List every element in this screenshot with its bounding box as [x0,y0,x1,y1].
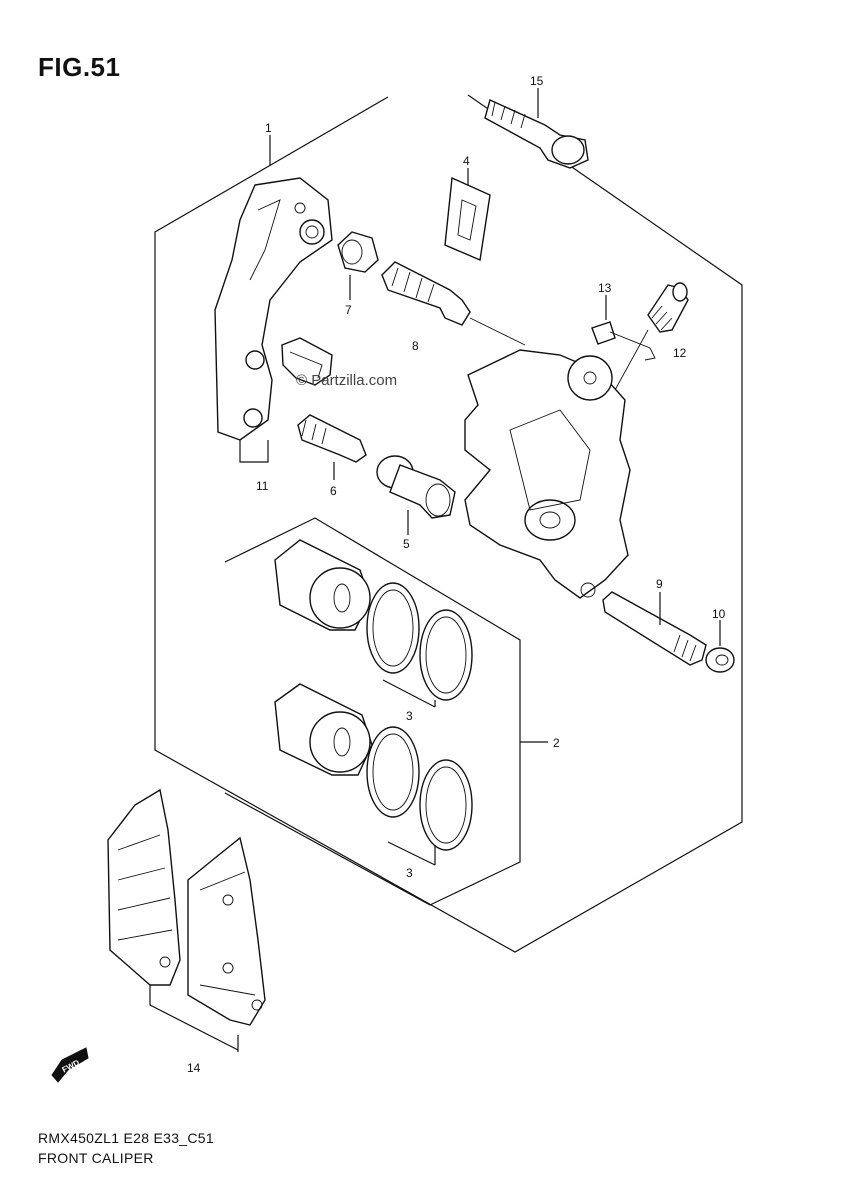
callout-1: 1 [265,121,272,135]
watermark-text: © Partzilla.com [296,372,397,389]
brake-pad-outer [187,836,266,1026]
slide-pin-part-8 [381,261,526,346]
callout-8: 8 [412,339,419,353]
assembly-frame [154,94,743,953]
plug-part-10 [705,620,735,673]
callout-13: 13 [598,281,612,295]
callout-5: 5 [403,537,410,551]
piston-seal-bottom [366,726,473,866]
guide-pin-part-5 [376,455,456,535]
bolt-part-15 [484,88,589,169]
callout-9: 9 [656,577,663,591]
piston-group-frame [224,517,548,906]
callout-14: 14 [187,1061,201,1075]
callout-10: 10 [712,607,726,621]
callout-3-top: 3 [406,709,413,723]
pad-retainer-part-11 [239,337,333,463]
callout-11: 11 [256,479,269,493]
pin-part-9 [602,591,707,666]
callout-2: 2 [553,736,560,750]
bleeder-valve-part-12 [614,282,689,391]
diagram-code: RMX450ZL1 E28 E33_C51 [38,1130,214,1146]
callout-15: 15 [530,74,544,88]
callout-6: 6 [330,484,337,498]
bracket-pin-part-6 [297,414,367,480]
piston-bottom [274,683,373,776]
diagram-name: FRONT CALIPER [38,1150,154,1166]
callout-7: 7 [345,303,352,317]
callout-12: 12 [673,346,687,360]
clip-part-13 [591,295,656,361]
fwd-arrow-icon: FWD [51,1047,89,1083]
callout-4: 4 [463,154,470,168]
boot-part-7 [337,231,379,300]
caliper-body [464,349,631,599]
caliper-bracket [214,135,333,441]
piston-seal-top [366,582,473,708]
callout-3-bottom: 3 [406,866,413,880]
brake-pad-inner [107,788,181,986]
pad-spring-part-4 [444,168,491,261]
pad-callout-frame [149,985,239,1052]
figure-title: FIG.51 [38,52,121,82]
piston-top [274,539,371,631]
